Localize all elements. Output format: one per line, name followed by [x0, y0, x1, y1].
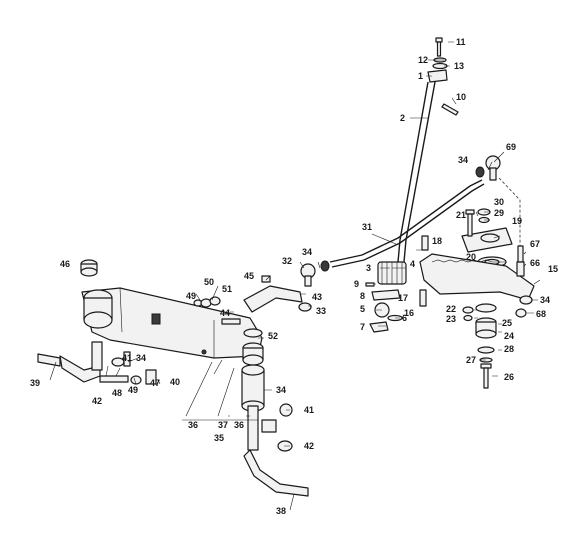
label-11: 11 — [456, 37, 466, 47]
label-25: 25 — [502, 318, 512, 328]
label-9: 9 — [354, 279, 359, 289]
label-30: 30 — [494, 197, 504, 207]
label-47: 47 — [150, 378, 160, 388]
label-18: 18 — [432, 236, 442, 246]
left-spindle — [37, 341, 157, 385]
label-33: 33 — [316, 306, 326, 316]
label-39: 39 — [30, 378, 40, 388]
label-43: 43 — [312, 292, 322, 302]
front-axle — [80, 259, 264, 366]
label-66: 66 — [530, 258, 540, 268]
label-1: 1 — [418, 71, 423, 81]
label-36-b: 36 — [234, 420, 244, 430]
label-42-left: 42 — [92, 396, 102, 406]
label-3: 3 — [366, 263, 371, 273]
label-37: 37 — [218, 420, 228, 430]
label-10: 10 — [456, 92, 466, 102]
label-34-right: 34 — [540, 295, 550, 305]
label-7: 7 — [360, 322, 365, 332]
label-46: 46 — [60, 259, 70, 269]
label-32: 32 — [282, 256, 292, 266]
label-15: 15 — [548, 264, 558, 274]
label-41-right: 41 — [304, 405, 314, 415]
label-38: 38 — [276, 506, 286, 516]
label-12: 12 — [418, 55, 428, 65]
label-34-low: 34 — [276, 385, 286, 395]
label-49-low: 49 — [128, 385, 138, 395]
label-28: 28 — [504, 344, 514, 354]
label-31: 31 — [362, 222, 372, 232]
label-19: 19 — [512, 216, 522, 226]
label-2: 2 — [400, 113, 405, 123]
label-29: 29 — [494, 208, 504, 218]
label-34-mid: 34 — [302, 247, 312, 257]
label-23: 23 — [446, 314, 456, 324]
label-20: 20 — [466, 252, 476, 262]
label-52: 52 — [268, 331, 278, 341]
label-41-left: 41 — [122, 353, 132, 363]
label-48: 48 — [112, 388, 122, 398]
label-42-right: 42 — [304, 441, 314, 451]
label-44: 44 — [220, 308, 230, 318]
label-5: 5 — [360, 304, 365, 314]
right-spindle — [241, 364, 309, 497]
label-49-top: 49 — [186, 291, 196, 301]
label-67: 67 — [530, 239, 540, 249]
label-68: 68 — [536, 309, 546, 319]
label-36-a: 36 — [188, 420, 198, 430]
label-51: 51 — [222, 284, 232, 294]
label-24: 24 — [504, 331, 514, 341]
label-16: 16 — [404, 308, 414, 318]
steering-bracket — [193, 275, 312, 325]
label-69: 69 — [506, 142, 516, 152]
label-34-left: 34 — [136, 353, 146, 363]
label-40: 40 — [170, 377, 180, 387]
leader-lines — [49, 41, 541, 511]
label-21: 21 — [456, 210, 466, 220]
part-labels: 11 12 13 1 10 2 31 3 4 9 8 5 6 7 18 16 1… — [30, 37, 558, 516]
label-45: 45 — [244, 271, 254, 281]
tie-rod — [300, 155, 501, 287]
label-35: 35 — [214, 433, 224, 443]
steering-column — [365, 37, 459, 333]
label-17: 17 — [398, 293, 408, 303]
label-6: 6 — [402, 313, 407, 323]
label-27: 27 — [466, 355, 476, 365]
label-22: 22 — [446, 304, 456, 314]
label-26: 26 — [504, 372, 514, 382]
label-8: 8 — [360, 291, 365, 301]
label-50: 50 — [204, 277, 214, 287]
label-34-top: 34 — [458, 155, 468, 165]
label-13: 13 — [454, 61, 464, 71]
label-4: 4 — [410, 259, 415, 269]
